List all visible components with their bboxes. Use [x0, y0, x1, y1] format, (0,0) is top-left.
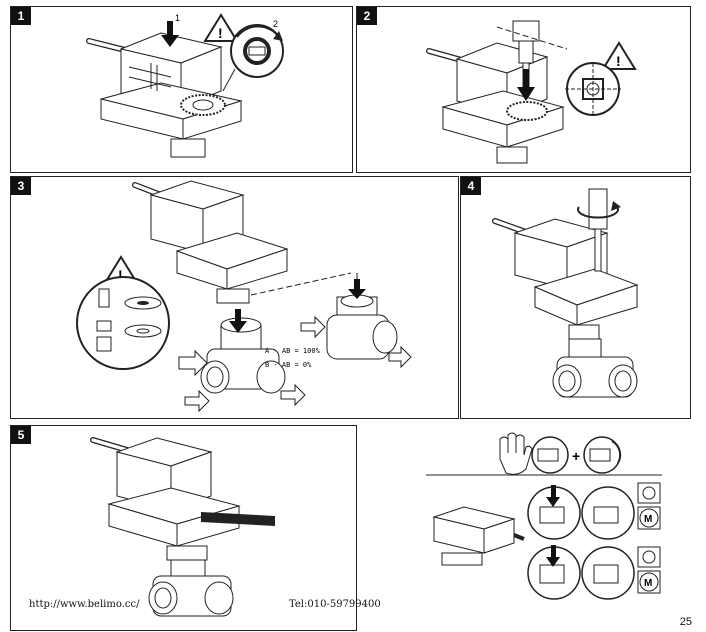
three-way-valve	[552, 338, 638, 398]
flow-arrow-icon	[300, 315, 412, 369]
step-4-illustration	[492, 188, 639, 398]
step-1-badge: 1	[11, 7, 31, 25]
actuator-body	[100, 32, 243, 158]
svg-text:M: M	[644, 578, 652, 589]
svg-text:!: !	[218, 25, 223, 41]
valve-label-a: A - AB = 100%	[265, 347, 321, 355]
rotate-arrow-icon	[236, 25, 280, 38]
motor-icon: M	[637, 546, 661, 594]
step-3-badge: 3	[11, 177, 31, 195]
key-tool	[588, 188, 608, 272]
down-arrow-icon	[229, 309, 247, 333]
step-2-panel: 2 !	[356, 6, 691, 173]
actuator-small	[432, 506, 516, 566]
down-arrow-icon	[546, 485, 560, 507]
callout-1: 1	[175, 13, 180, 23]
page-number: 25	[679, 616, 692, 628]
step-3-illustration: A - AB = 100% B - AB = 0% !	[76, 180, 412, 413]
detail-circle	[76, 276, 170, 370]
down-arrow-icon	[546, 545, 560, 567]
svg-text:!: !	[616, 53, 621, 69]
step-3-panel: 3	[10, 176, 459, 419]
manual-override-illustration: + M	[426, 432, 662, 600]
motor-icon: M	[637, 482, 661, 530]
down-arrow-icon	[348, 279, 366, 299]
rotate-arrow-icon	[577, 206, 619, 219]
plus-sign: +	[572, 448, 580, 464]
step-5-badge: 5	[11, 426, 31, 444]
motor-symbol: M	[644, 514, 652, 525]
warning-icon: !	[203, 13, 239, 42]
warning-icon: !	[601, 41, 637, 70]
telephone-number: Tel:010-59799400	[289, 599, 381, 610]
step-1-illustration: 1 ! 2	[86, 13, 284, 158]
three-way-valve	[200, 317, 286, 394]
flow-arrow-icon	[178, 349, 306, 413]
step-4-badge: 4	[461, 177, 481, 195]
step-2-badge: 2	[357, 7, 377, 25]
step-5-panel: 5 http://www.belimo.cc/ Tel:010-59799400	[10, 425, 381, 631]
position-lever	[201, 512, 275, 526]
three-way-valve	[148, 559, 234, 617]
svg-text:!: !	[118, 267, 123, 283]
down-arrow-icon	[517, 69, 535, 101]
hand-icon	[499, 432, 533, 475]
step-5-illustration	[90, 437, 275, 617]
step-2-illustration: !	[426, 20, 637, 164]
two-way-valve	[326, 294, 398, 360]
step-1-panel: 1 1 !	[10, 6, 353, 173]
callout-2: 2	[273, 19, 278, 29]
valve-label-b: B - AB = 0%	[265, 361, 312, 369]
rotate-arrow-icon	[611, 440, 622, 464]
down-arrow-icon	[161, 21, 179, 47]
step-4-panel: 4	[460, 176, 691, 419]
website-url[interactable]: http://www.belimo.cc/	[29, 599, 140, 610]
manual-override-area: + M	[414, 423, 674, 603]
